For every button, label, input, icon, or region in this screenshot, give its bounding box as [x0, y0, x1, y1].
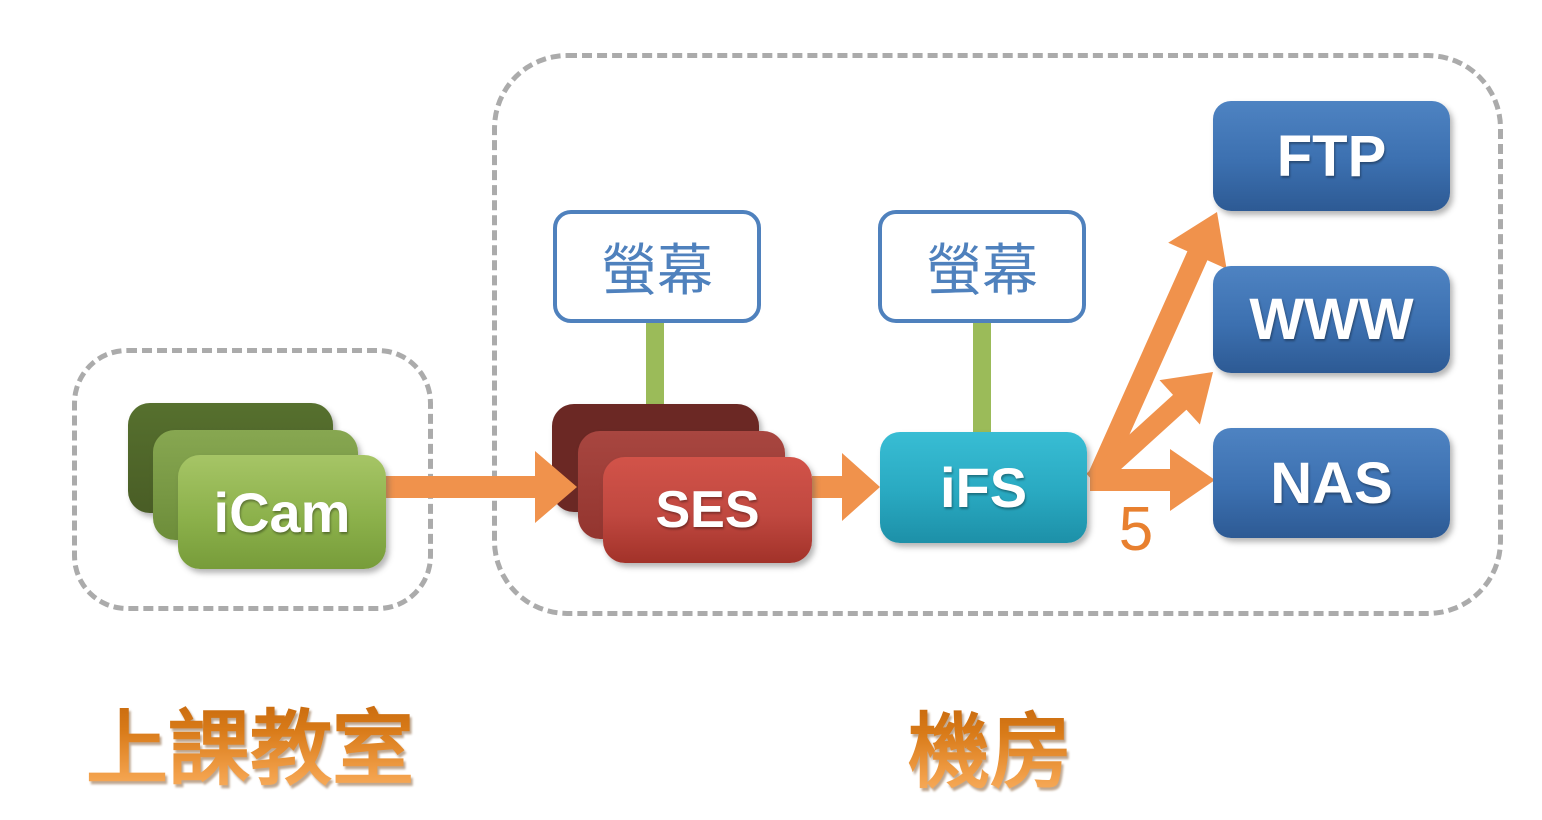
- ftp-node: FTP: [1213, 101, 1450, 211]
- classroom-caption: 上課教室: [86, 682, 414, 801]
- nas-label: NAS: [1270, 450, 1393, 516]
- connector-monitor-to-ifs: [973, 318, 991, 438]
- server-room-group-box: [492, 53, 1503, 616]
- ses-label: SES: [655, 481, 760, 539]
- monitor-ifs-node: 螢幕: [878, 210, 1086, 323]
- fanout-count-label: 5: [1118, 495, 1154, 564]
- ifs-node: iFS: [880, 432, 1087, 543]
- monitor-ses-node: 螢幕: [553, 210, 761, 323]
- ftp-label: FTP: [1276, 123, 1387, 189]
- www-label: WWW: [1249, 287, 1414, 352]
- nas-node: NAS: [1213, 428, 1450, 538]
- ifs-label: iFS: [939, 456, 1028, 519]
- www-node: WWW: [1213, 266, 1450, 373]
- icam-node: iCam: [178, 455, 386, 569]
- icam-label: iCam: [213, 480, 351, 544]
- server-room-caption: 機房: [908, 685, 1072, 804]
- connector-monitor-to-ses: [646, 318, 664, 413]
- monitor-ifs-label: 螢幕: [926, 239, 1038, 302]
- monitor-ses-label: 螢幕: [601, 239, 713, 302]
- ses-node: SES: [603, 457, 812, 563]
